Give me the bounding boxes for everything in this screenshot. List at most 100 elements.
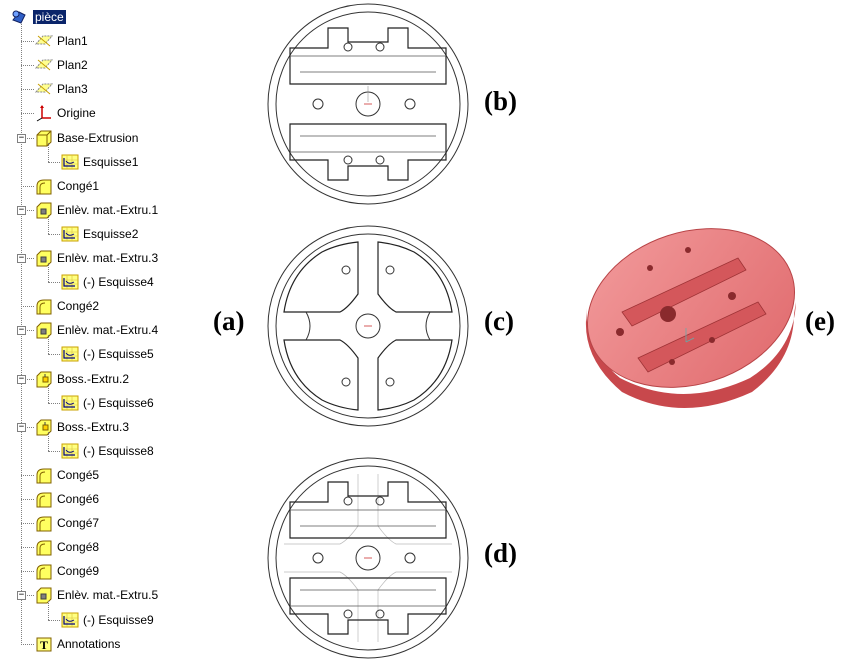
tree-item[interactable]: Congé9 — [34, 560, 99, 582]
tree-item[interactable]: Enlèv. mat.-Extru.1 — [34, 199, 158, 221]
tree-connector — [21, 643, 34, 645]
tree-item[interactable]: Plan3 — [34, 78, 88, 100]
sketch-icon — [60, 153, 80, 171]
tree-item[interactable]: Plan1 — [34, 30, 88, 52]
figure-label-b: (b) — [484, 86, 517, 116]
tree-item-label: Congé1 — [57, 178, 100, 193]
tree-item[interactable]: Enlèv. mat.-Extru.5 — [34, 584, 158, 606]
fillet-icon — [34, 562, 54, 580]
tree-connector — [48, 402, 60, 404]
tree-connector — [48, 450, 60, 452]
tree-item[interactable]: Congé1 — [34, 175, 99, 197]
tree-connector — [48, 282, 60, 284]
fillet-icon — [34, 514, 54, 532]
tree-item-label: Enlèv. mat.-Extru.1 — [57, 202, 159, 217]
tree-item[interactable]: (-) Esquisse4 — [60, 271, 154, 293]
tree-connector — [21, 547, 34, 549]
tree-item-label: (-) Esquisse8 — [83, 443, 154, 458]
tree-item-label: (-) Esquisse9 — [83, 612, 154, 627]
tree-item-label: Plan3 — [57, 82, 88, 97]
svg-text:T: T — [40, 638, 48, 652]
tree-item[interactable]: Boss.-Extru.2 — [34, 368, 129, 390]
tree-item-label: Enlèv. mat.-Extru.5 — [57, 588, 159, 603]
part-3d-render — [585, 228, 796, 408]
tree-collapse-toggle[interactable]: − — [17, 421, 26, 432]
origin-icon — [34, 104, 54, 122]
tree-item[interactable]: Esquisse2 — [60, 223, 138, 245]
tree-root-label: pièce — [33, 10, 66, 24]
drawing-view-d — [267, 457, 469, 659]
tree-item[interactable]: (-) Esquisse6 — [60, 392, 154, 414]
tree-connector — [21, 474, 34, 476]
tree-collapse-toggle[interactable]: − — [17, 325, 26, 336]
tree-connector — [21, 571, 34, 573]
boss-extrude-icon — [34, 370, 54, 388]
tree-item[interactable]: Boss.-Extru.3 — [34, 416, 129, 438]
tree-item[interactable]: Enlèv. mat.-Extru.3 — [34, 247, 158, 269]
tree-collapse-toggle[interactable]: − — [17, 590, 26, 601]
annotations-icon: T — [34, 635, 54, 653]
tree-connector — [21, 306, 34, 308]
tree-item-label: Annotations — [57, 636, 121, 651]
sketch-icon — [60, 273, 80, 291]
tree-connector — [21, 41, 34, 43]
tree-item[interactable]: (-) Esquisse8 — [60, 440, 154, 462]
tree-item[interactable]: Congé7 — [34, 512, 99, 534]
fillet-icon — [34, 538, 54, 556]
sketch-icon — [60, 394, 80, 412]
boss-extrude-icon — [34, 418, 54, 436]
tree-collapse-toggle[interactable]: − — [17, 132, 26, 143]
cut-extrude-icon — [34, 586, 54, 604]
tree-guide-line — [48, 431, 49, 451]
figure-label-d: (d) — [484, 538, 517, 568]
tree-item-label: Plan2 — [57, 58, 88, 73]
tree-item-label: Boss.-Extru.3 — [57, 419, 130, 434]
tree-guide-line — [48, 600, 49, 620]
tree-connector — [21, 209, 34, 211]
part-icon — [10, 8, 30, 26]
drawing-view-b — [267, 3, 469, 205]
plane-icon — [34, 32, 54, 50]
tree-connector — [21, 258, 34, 259]
tree-item-label: Congé6 — [57, 492, 100, 506]
tree-item-label: (-) Esquisse5 — [83, 347, 154, 362]
tree-collapse-toggle[interactable]: − — [17, 373, 26, 384]
tree-item[interactable]: (-) Esquisse9 — [60, 609, 154, 631]
tree-item[interactable]: Base-Extrusion — [34, 127, 138, 149]
tree-item[interactable]: Congé8 — [34, 536, 99, 558]
tree-item[interactable]: Plan2 — [34, 54, 88, 76]
fillet-icon — [34, 177, 54, 195]
tree-item[interactable]: (-) Esquisse5 — [60, 343, 154, 365]
tree-item[interactable]: Esquisse1 — [60, 151, 138, 173]
sketch-icon — [60, 345, 80, 363]
tree-item-label: Plan1 — [57, 34, 88, 49]
tree-item-label: Esquisse1 — [83, 154, 139, 169]
tree-guide-line — [48, 263, 49, 283]
tree-connector — [21, 89, 34, 91]
cut-extrude-icon — [34, 201, 54, 219]
tree-item-label: Esquisse2 — [83, 226, 139, 241]
tree-connector — [21, 499, 34, 500]
tree-root-piece[interactable]: pièce — [10, 6, 66, 28]
tree-connector — [48, 233, 60, 235]
tree-item-label: Congé5 — [57, 467, 100, 482]
tree-collapse-toggle[interactable]: − — [17, 204, 26, 215]
tree-item[interactable]: Enlèv. mat.-Extru.4 — [34, 319, 158, 341]
tree-item[interactable]: Origine — [34, 102, 96, 124]
tree-item[interactable]: Congé5 — [34, 464, 99, 486]
plane-icon — [34, 80, 54, 98]
tree-guide-line — [48, 335, 49, 355]
tree-collapse-toggle[interactable]: − — [17, 253, 26, 263]
tree-item-label: Boss.-Extru.2 — [57, 371, 130, 386]
figure-label-e: (e) — [805, 306, 835, 336]
tree-connector — [21, 185, 34, 187]
tree-connector — [21, 426, 34, 428]
tree-item-label: Base-Extrusion — [57, 130, 139, 145]
tree-item[interactable]: Congé2 — [34, 295, 99, 317]
tree-item-label: (-) Esquisse4 — [83, 275, 154, 290]
extrude-icon — [34, 129, 54, 147]
tree-item-label: Congé8 — [57, 540, 100, 555]
tree-item[interactable]: Congé6 — [34, 488, 99, 510]
tree-connector — [21, 113, 34, 115]
tree-item[interactable]: T Annotations — [34, 633, 120, 655]
